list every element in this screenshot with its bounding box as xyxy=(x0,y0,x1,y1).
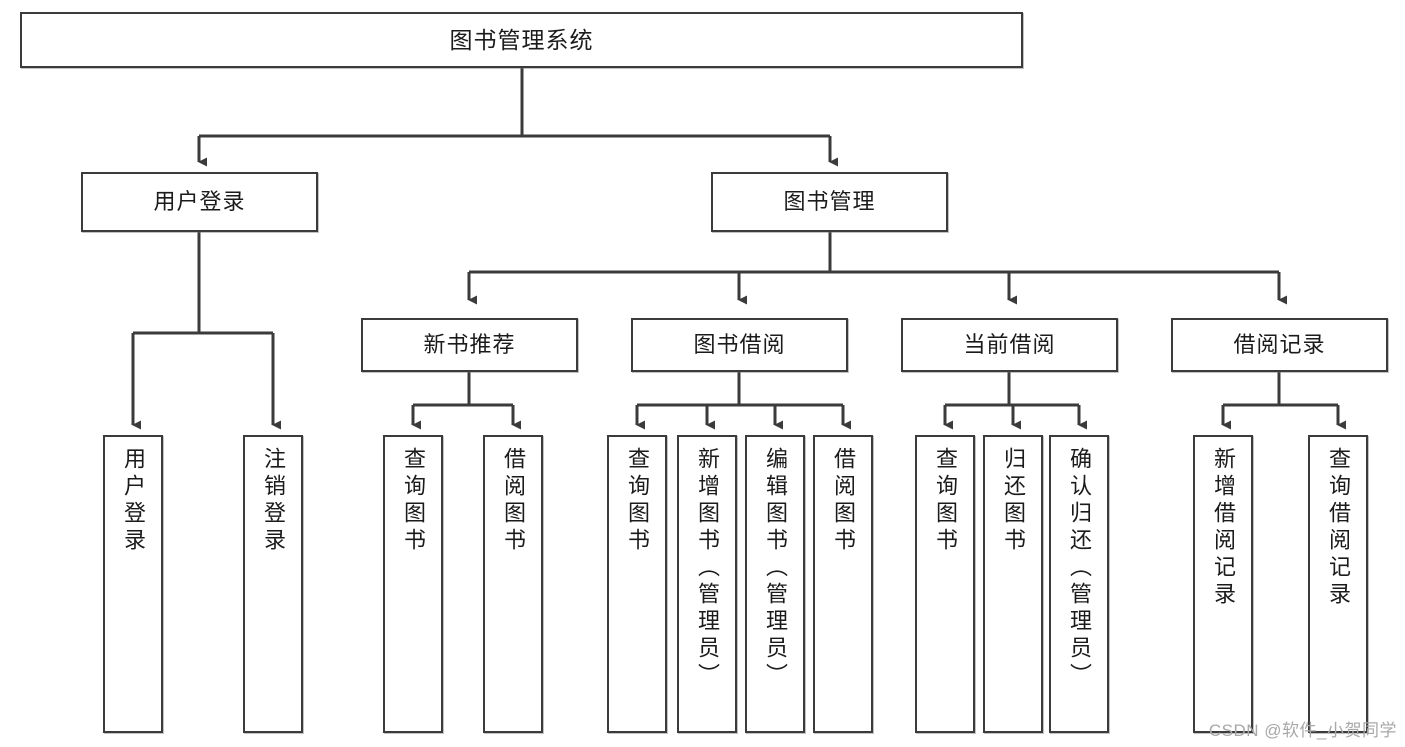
node-label-new-book-recommend: 新书推荐 xyxy=(423,332,516,358)
node-leaf-query-book-cb[interactable]: 查询图书 xyxy=(915,435,975,733)
node-label-leaf-query-book-nb: 查询图书 xyxy=(401,447,426,555)
node-label-borrow-record: 借阅记录 xyxy=(1233,332,1326,358)
node-leaf-logout[interactable]: 注销登录 xyxy=(243,435,303,733)
node-label-leaf-query-borrow-record: 查询借阅记录 xyxy=(1326,447,1351,609)
node-label-leaf-logout: 注销登录 xyxy=(261,447,286,555)
node-label-current-borrow: 当前借阅 xyxy=(963,332,1056,358)
node-leaf-confirm-return-admin[interactable]: 确认归还（管理员） xyxy=(1049,435,1109,733)
node-leaf-query-book-nb[interactable]: 查询图书 xyxy=(383,435,443,733)
node-label-leaf-return-book: 归还图书 xyxy=(1001,447,1026,555)
node-leaf-add-borrow-record[interactable]: 新增借阅记录 xyxy=(1193,435,1253,733)
node-label-root: 图书管理系统 xyxy=(449,26,594,53)
node-label-leaf-borrow-book-bb: 借阅图书 xyxy=(831,447,856,555)
node-label-leaf-add-book-admin: 新增图书（管理员） xyxy=(695,447,720,690)
node-label-leaf-query-book-bb: 查询图书 xyxy=(625,447,650,555)
node-new-book-recommend[interactable]: 新书推荐 xyxy=(361,318,578,372)
node-label-book-borrow: 图书借阅 xyxy=(693,332,786,358)
node-leaf-query-book-bb[interactable]: 查询图书 xyxy=(607,435,667,733)
node-label-leaf-edit-book-admin: 编辑图书（管理员） xyxy=(763,447,788,690)
node-label-leaf-user-login: 用户登录 xyxy=(121,447,146,555)
node-label-leaf-query-book-cb: 查询图书 xyxy=(933,447,958,555)
node-label-leaf-add-borrow-record: 新增借阅记录 xyxy=(1211,447,1236,609)
node-leaf-borrow-book-nb[interactable]: 借阅图书 xyxy=(483,435,543,733)
node-leaf-add-book-admin[interactable]: 新增图书（管理员） xyxy=(677,435,737,733)
node-leaf-borrow-book-bb[interactable]: 借阅图书 xyxy=(813,435,873,733)
node-leaf-user-login[interactable]: 用户登录 xyxy=(103,435,163,733)
node-leaf-edit-book-admin[interactable]: 编辑图书（管理员） xyxy=(745,435,805,733)
node-borrow-record[interactable]: 借阅记录 xyxy=(1171,318,1388,372)
node-leaf-query-borrow-record[interactable]: 查询借阅记录 xyxy=(1308,435,1368,733)
node-root-system[interactable]: 图书管理系统 xyxy=(20,12,1023,68)
node-user-login[interactable]: 用户登录 xyxy=(81,172,318,232)
node-label-leaf-confirm-return-admin: 确认归还（管理员） xyxy=(1067,447,1092,690)
node-book-management[interactable]: 图书管理 xyxy=(711,172,948,232)
node-label-user-login: 用户登录 xyxy=(153,189,246,215)
csdn-watermark: CSDN @软件_小贺同学 xyxy=(1208,721,1397,740)
node-current-borrow[interactable]: 当前借阅 xyxy=(901,318,1118,372)
node-label-leaf-borrow-book-nb: 借阅图书 xyxy=(501,447,526,555)
node-label-book-management: 图书管理 xyxy=(783,189,876,215)
node-book-borrow[interactable]: 图书借阅 xyxy=(631,318,848,372)
node-leaf-return-book[interactable]: 归还图书 xyxy=(983,435,1043,733)
